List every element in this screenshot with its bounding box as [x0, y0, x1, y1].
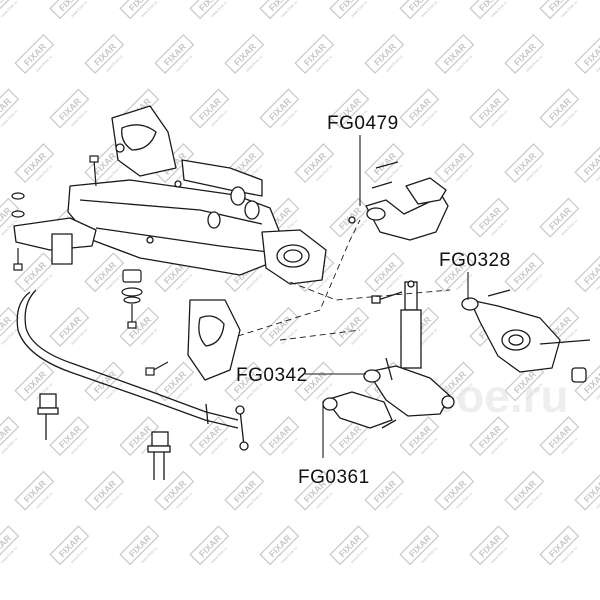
- callout-leaders: [305, 135, 469, 458]
- assembly-guide-lines: [237, 219, 451, 341]
- callout-fg0328: FG0328: [439, 250, 511, 271]
- callout-fg0361: FG0361: [298, 467, 370, 488]
- left-fasteners: [11, 155, 169, 376]
- shock-absorber: [371, 280, 422, 369]
- upper-control-arm: [348, 161, 449, 241]
- lower-control-arm: [461, 289, 591, 383]
- stabilizer-bar: [16, 289, 249, 480]
- front-subframe: [13, 105, 327, 381]
- callout-fg0342: FG0342: [236, 365, 308, 386]
- lower-link-arm: [322, 357, 455, 429]
- callout-fg0479: FG0479: [327, 113, 399, 134]
